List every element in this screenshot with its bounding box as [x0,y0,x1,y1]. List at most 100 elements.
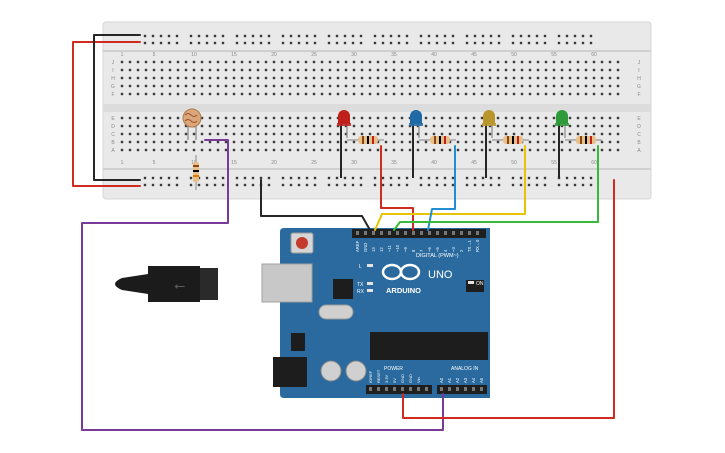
breadboard-hole[interactable] [480,68,484,72]
breadboard-hole[interactable] [192,84,196,88]
breadboard-hole[interactable] [167,41,171,45]
breadboard-hole[interactable] [451,176,455,180]
breadboard-hole[interactable] [368,148,372,152]
breadboard-hole[interactable] [288,124,292,128]
breadboard-hole[interactable] [224,132,228,136]
breadboard-hole[interactable] [281,41,285,45]
breadboard-hole[interactable] [280,92,284,96]
breadboard-hole[interactable] [360,68,364,72]
breadboard-hole[interactable] [520,148,524,152]
breadboard-hole[interactable] [376,60,380,64]
breadboard-hole[interactable] [384,132,388,136]
breadboard-hole[interactable] [435,183,439,187]
breadboard-hole[interactable] [120,132,124,136]
breadboard-hole[interactable] [272,84,276,88]
breadboard-hole[interactable] [440,76,444,80]
breadboard-hole[interactable] [448,148,452,152]
breadboard-hole[interactable] [592,132,596,136]
breadboard-hole[interactable] [288,92,292,96]
breadboard-hole[interactable] [368,76,372,80]
breadboard-hole[interactable] [600,140,604,144]
breadboard-hole[interactable] [221,41,225,45]
breadboard-hole[interactable] [360,84,364,88]
breadboard-hole[interactable] [120,148,124,152]
breadboard-hole[interactable] [568,60,572,64]
breadboard-hole[interactable] [280,60,284,64]
breadboard-hole[interactable] [592,68,596,72]
breadboard-hole[interactable] [535,176,539,180]
breadboard-hole[interactable] [344,92,348,96]
breadboard-hole[interactable] [288,84,292,88]
breadboard-hole[interactable] [535,34,539,38]
breadboard-hole[interactable] [312,140,316,144]
breadboard-hole[interactable] [240,84,244,88]
breadboard-hole[interactable] [192,60,196,64]
breadboard-hole[interactable] [216,116,220,120]
breadboard-hole[interactable] [248,124,252,128]
breadboard-hole[interactable] [368,68,372,72]
breadboard-hole[interactable] [608,124,612,128]
breadboard-hole[interactable] [552,68,556,72]
breadboard-hole[interactable] [251,34,255,38]
breadboard-hole[interactable] [216,76,220,80]
breadboard-hole[interactable] [456,84,460,88]
breadboard-hole[interactable] [381,183,385,187]
breadboard-hole[interactable] [232,132,236,136]
breadboard-hole[interactable] [128,140,132,144]
breadboard-hole[interactable] [248,68,252,72]
breadboard-hole[interactable] [496,68,500,72]
breadboard-hole[interactable] [168,84,172,88]
breadboard-hole[interactable] [312,68,316,72]
breadboard-hole[interactable] [581,176,585,180]
breadboard-hole[interactable] [305,41,309,45]
breadboard-hole[interactable] [381,34,385,38]
breadboard-hole[interactable] [472,116,476,120]
breadboard-hole[interactable] [536,132,540,136]
breadboard-hole[interactable] [464,60,468,64]
breadboard-hole[interactable] [144,84,148,88]
breadboard-hole[interactable] [360,148,364,152]
breadboard-hole[interactable] [496,116,500,120]
header-pin[interactable] [476,231,479,235]
breadboard-hole[interactable] [144,124,148,128]
breadboard-hole[interactable] [373,183,377,187]
breadboard-hole[interactable] [175,34,179,38]
breadboard-hole[interactable] [560,60,564,64]
breadboard-hole[interactable] [120,76,124,80]
breadboard-hole[interactable] [136,148,140,152]
breadboard-hole[interactable] [213,34,217,38]
breadboard-hole[interactable] [128,116,132,120]
breadboard-hole[interactable] [360,116,364,120]
breadboard-hole[interactable] [184,140,188,144]
breadboard-hole[interactable] [304,132,308,136]
breadboard-hole[interactable] [312,132,316,136]
breadboard-hole[interactable] [280,76,284,80]
breadboard-hole[interactable] [296,132,300,136]
breadboard-hole[interactable] [136,76,140,80]
breadboard-hole[interactable] [208,140,212,144]
breadboard-hole[interactable] [304,92,308,96]
breadboard-hole[interactable] [296,148,300,152]
breadboard-hole[interactable] [408,60,412,64]
breadboard-hole[interactable] [432,76,436,80]
breadboard-hole[interactable] [175,41,179,45]
breadboard-hole[interactable] [557,41,561,45]
breadboard-hole[interactable] [248,140,252,144]
breadboard-hole[interactable] [335,41,339,45]
breadboard-hole[interactable] [496,84,500,88]
breadboard-hole[interactable] [408,92,412,96]
header-pin[interactable] [472,387,475,391]
breadboard-hole[interactable] [600,148,604,152]
breadboard-hole[interactable] [392,148,396,152]
breadboard-hole[interactable] [456,68,460,72]
breadboard-hole[interactable] [320,92,324,96]
breadboard-hole[interactable] [213,176,217,180]
header-pin[interactable] [480,387,483,391]
breadboard-hole[interactable] [584,60,588,64]
breadboard-hole[interactable] [448,116,452,120]
breadboard-hole[interactable] [120,60,124,64]
breadboard-hole[interactable] [168,148,172,152]
breadboard-hole[interactable] [289,183,293,187]
breadboard-hole[interactable] [160,84,164,88]
breadboard-hole[interactable] [416,140,420,144]
